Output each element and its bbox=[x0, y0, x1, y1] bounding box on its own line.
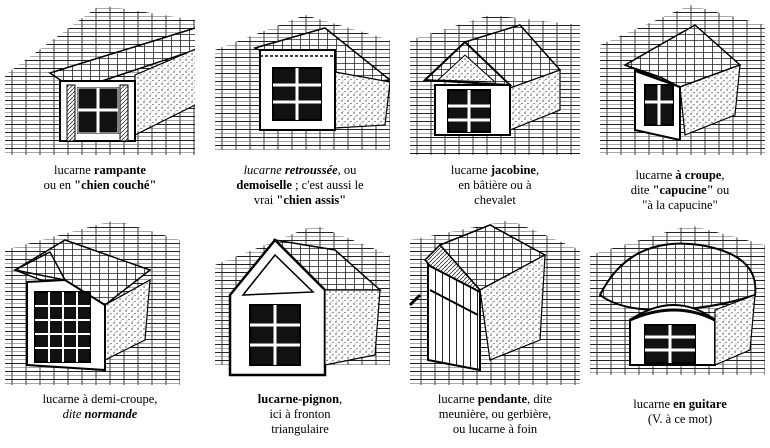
retroussee-illustration bbox=[215, 10, 390, 150]
dormer-jacobine: lucarne jacobine, en bâtière ou à cheval… bbox=[400, 0, 590, 210]
pignon-caption: lucarne-pignon, ici à fronton triangulai… bbox=[257, 392, 343, 436]
dormer-pendante: lucarne pendante, dite meunière, ou gerb… bbox=[400, 215, 590, 448]
dormer-en-guitare: lucarne en guitare (V. à ce mot) bbox=[590, 220, 770, 448]
rampante-caption: lucarne rampante ou en "chien couché" bbox=[43, 163, 157, 192]
demi-croupe-caption: lucarne à demi-croupe, dite normande bbox=[42, 392, 158, 421]
jacobine-illustration bbox=[410, 10, 580, 155]
pendante-caption: lucarne pendante, dite meunière, ou gerb… bbox=[437, 392, 553, 436]
retroussee-caption: lucarne retroussée, ou demoiselle ; c'es… bbox=[236, 163, 364, 207]
rampante-illustration bbox=[5, 5, 195, 155]
demi-croupe-illustration bbox=[5, 220, 180, 385]
pignon-illustration bbox=[215, 225, 390, 385]
guitare-caption: lucarne en guitare (V. à ce mot) bbox=[633, 397, 727, 426]
croupe-illustration bbox=[600, 5, 765, 155]
dormer-rampante: lucarne rampante ou en "chien couché" bbox=[0, 0, 200, 200]
dormer-a-croupe: lucarne à croupe, dite "capucine" ou "à … bbox=[590, 0, 770, 220]
jacobine-caption: lucarne jacobine, en bâtière ou à cheval… bbox=[450, 163, 540, 207]
croupe-caption: lucarne à croupe, dite "capucine" ou "à … bbox=[630, 168, 730, 212]
pendante-illustration bbox=[400, 220, 580, 385]
dormer-pignon: lucarne-pignon, ici à fronton triangulai… bbox=[200, 220, 400, 448]
guitare-illustration bbox=[590, 225, 765, 390]
dormer-retroussee: lucarne retroussée, ou demoiselle ; c'es… bbox=[200, 0, 400, 210]
dormer-demi-croupe: lucarne à demi-croupe, dite normande bbox=[0, 220, 200, 448]
